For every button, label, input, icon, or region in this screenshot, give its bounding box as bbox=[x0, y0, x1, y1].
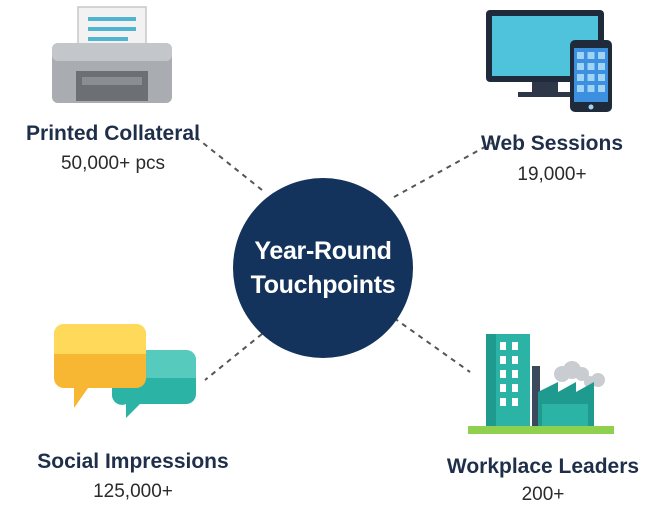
printed-collateral-title: Printed Collateral bbox=[26, 122, 200, 145]
workplace-leaders-value: 200+ bbox=[521, 484, 565, 505]
hub-title-line1: Year-Round bbox=[254, 237, 392, 265]
social-impressions-value: 125,000+ bbox=[93, 481, 173, 502]
connector-social-impressions bbox=[204, 333, 263, 381]
printed-collateral-value: 50,000+ pcs bbox=[60, 153, 166, 174]
printer-icon bbox=[52, 6, 172, 103]
connector-printed-collateral bbox=[192, 134, 263, 191]
workplace-leaders-title: Workplace Leaders bbox=[446, 455, 640, 478]
web-sessions-value: 19,000+ bbox=[517, 164, 587, 185]
social-impressions-title: Social Impressions bbox=[37, 450, 229, 473]
web-sessions-title: Web Sessions bbox=[481, 132, 623, 155]
hub-circle: Year-Round Touchpoints bbox=[233, 178, 413, 358]
connector-workplace-leaders bbox=[393, 317, 471, 373]
office-buildings-icon bbox=[468, 334, 614, 434]
computer-and-phone-icon bbox=[486, 10, 612, 112]
hub-title-line2: Touchpoints bbox=[250, 271, 396, 299]
connector-web-sessions bbox=[393, 142, 493, 198]
speech-bubbles-icon bbox=[54, 324, 196, 418]
